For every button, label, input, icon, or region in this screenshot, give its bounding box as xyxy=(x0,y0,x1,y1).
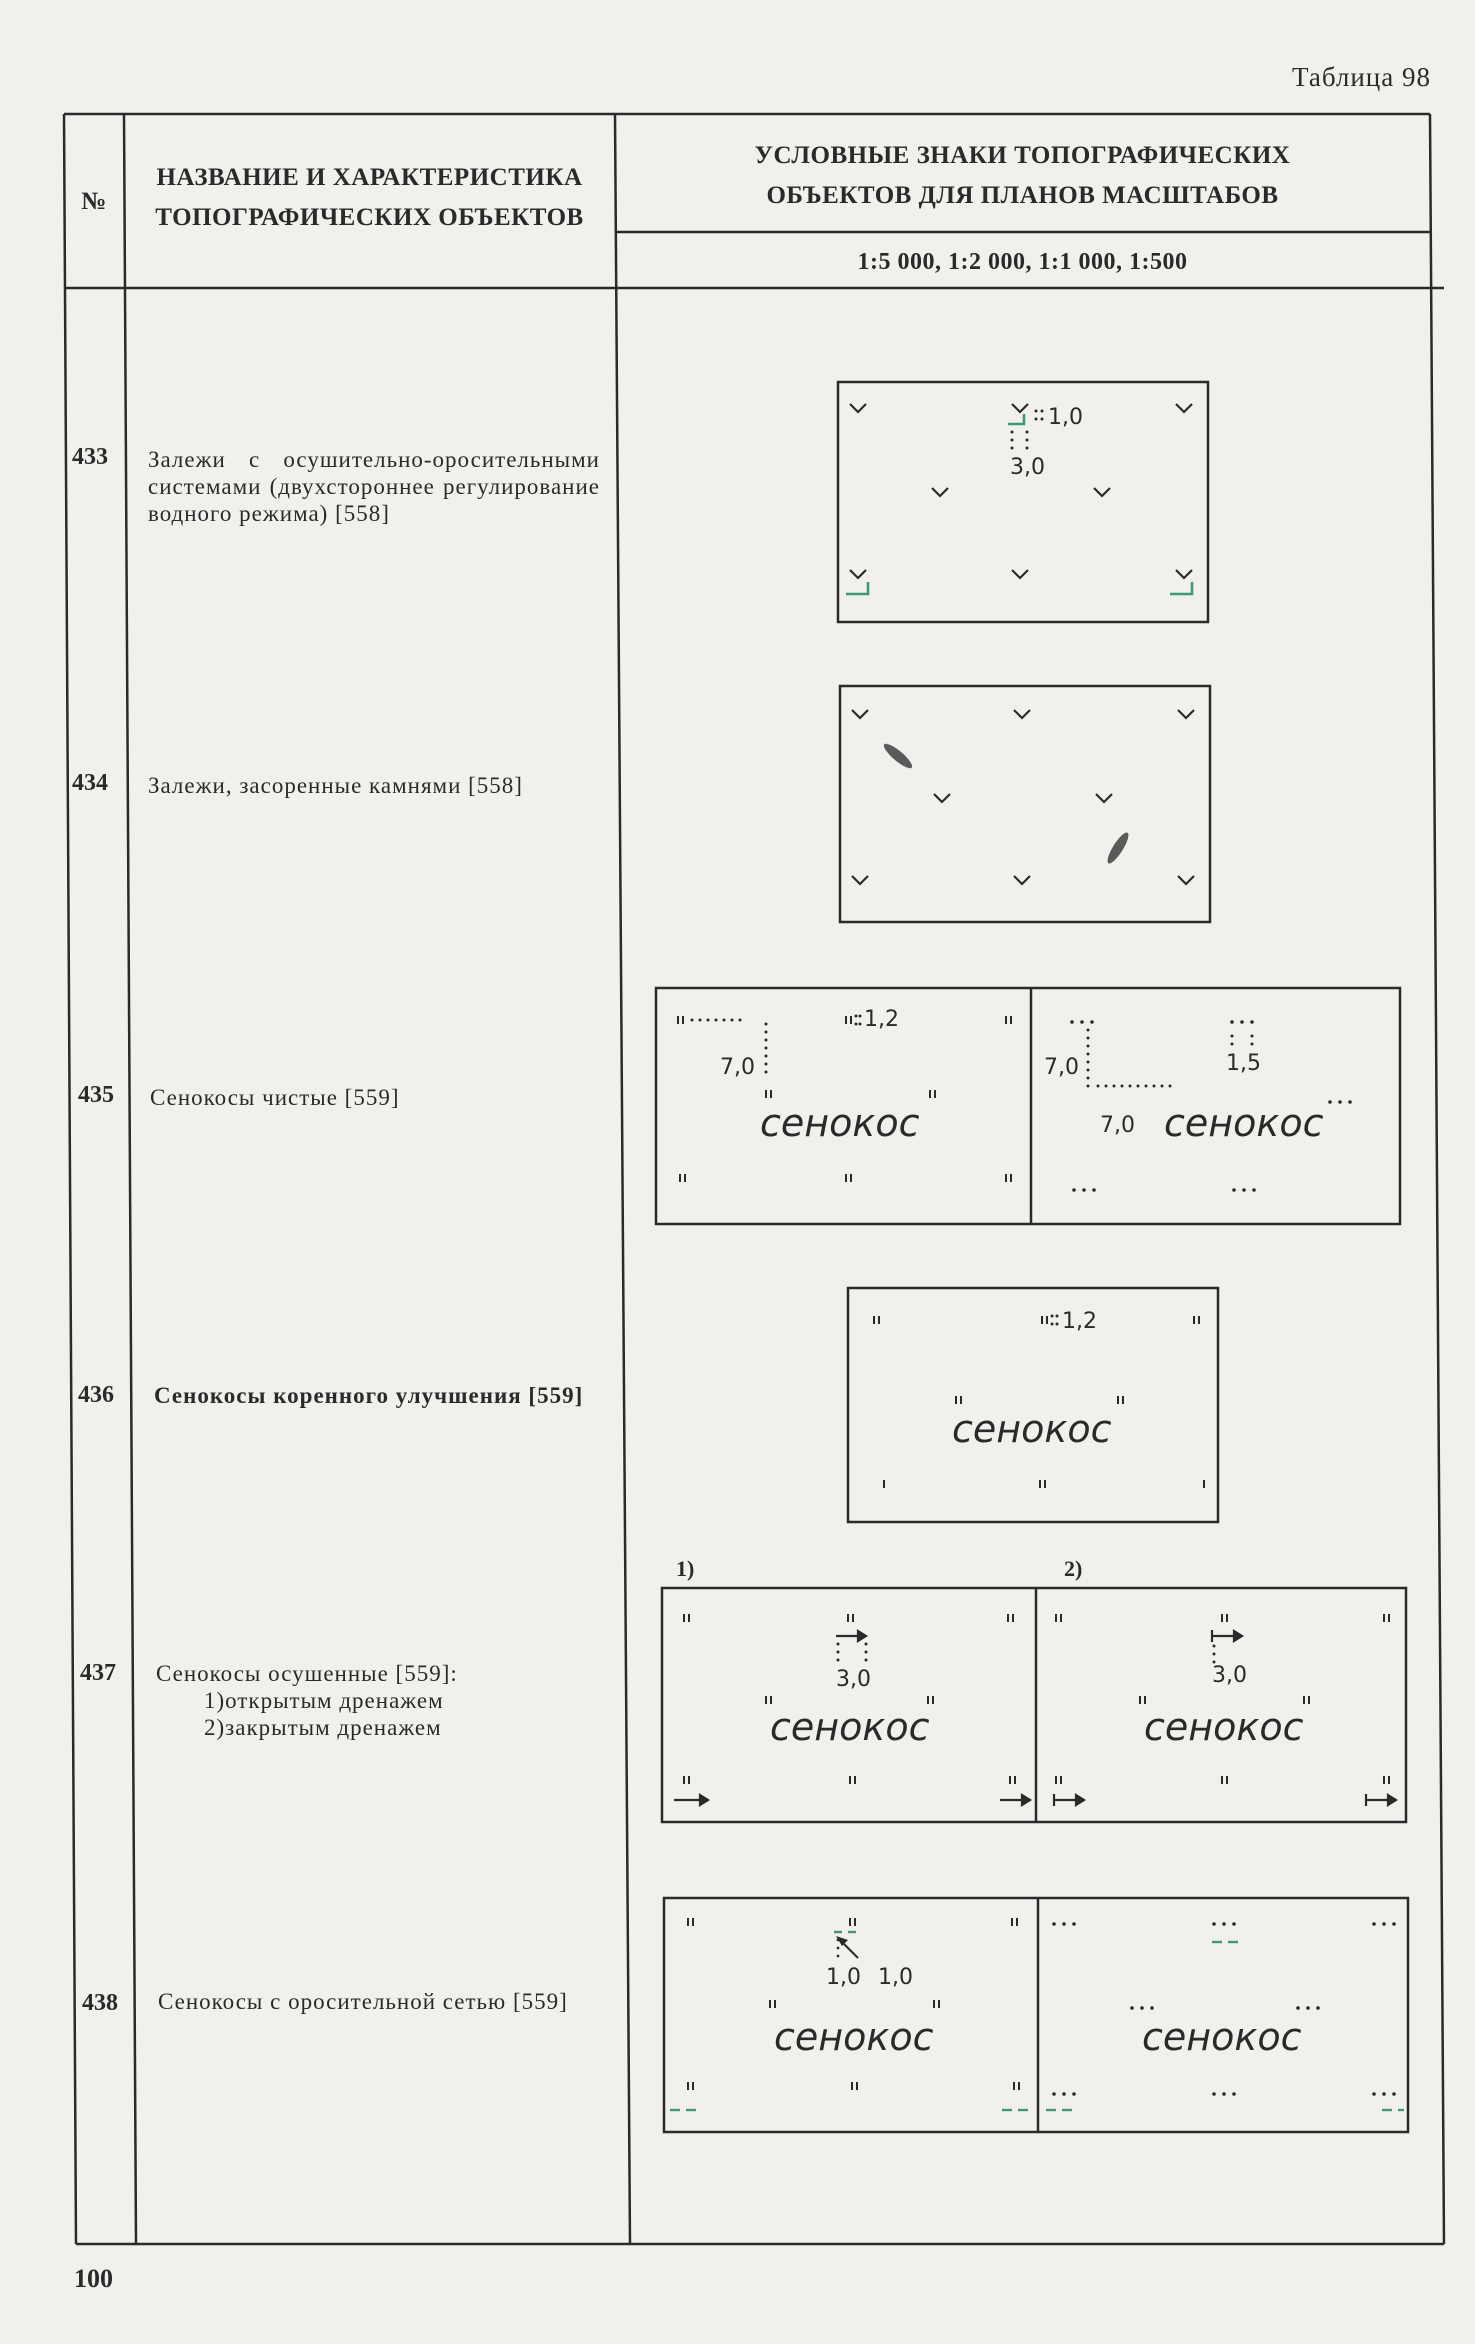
row-description-line: Залежи с осушительно-оросительными систе… xyxy=(148,447,600,526)
symbol-433: 1,0 3,0 xyxy=(836,380,1210,624)
dimension-label: 3,0 xyxy=(1212,1663,1247,1688)
hay-label: сенокос xyxy=(1164,1101,1324,1145)
hay-label: сенокос xyxy=(770,1705,930,1749)
row-description: Сенокосы коренного улучшения [559] xyxy=(154,1382,584,1409)
row-description-line: Сенокосы чистые [559] xyxy=(150,1085,400,1110)
dimension-label: 1,5 xyxy=(1226,1051,1261,1076)
symbol-434 xyxy=(838,684,1212,924)
row-description: Сенокосы с оросительной сетью [559] xyxy=(158,1988,598,2015)
hay-label: сенокос xyxy=(774,2015,934,2059)
row-number: 438 xyxy=(82,1990,118,2016)
row-description-line: 1)открытым дренажем xyxy=(204,1688,444,1713)
row-description: Сенокосы осушенные [559]: 1)открытым дре… xyxy=(156,1660,608,1741)
row-description-line: 2)закрытым дренажем xyxy=(204,1715,442,1740)
row-number: 433 xyxy=(72,444,108,470)
hay-label: сенокос xyxy=(1142,2015,1302,2059)
variant-label: 1) xyxy=(676,1556,695,1581)
header-signs-line: ОБЪЕКТОВ ДЛЯ ПЛАНОВ МАСШТАБОВ xyxy=(766,182,1279,209)
row-description-line: Сенокосы с оросительной сетью [559] xyxy=(158,1989,568,2014)
row-description: Залежи, засоренные камнями [558] xyxy=(148,772,568,799)
row-description-line: Залежи, засоренные камнями [558] xyxy=(148,773,523,798)
dimension-label: 7,0 xyxy=(1100,1113,1135,1138)
row-description-line: Сенокосы коренного улучшения [559] xyxy=(154,1383,584,1408)
row-number: 437 xyxy=(80,1660,116,1686)
header-signs: УСЛОВНЫЕ ЗНАКИ ТОПОГРАФИЧЕСКИХ ОБЪЕКТОВ … xyxy=(615,136,1430,216)
hay-label: сенокос xyxy=(1144,1705,1304,1749)
table-label: Таблица 98 xyxy=(1292,62,1431,92)
variant-label: 2) xyxy=(1064,1556,1083,1581)
dimension-label: 3,0 xyxy=(1010,455,1045,480)
row-description: Залежи с осушительно-оросительными систе… xyxy=(148,446,600,527)
symbol-435: 1,2 7,0 сенокос 7,0 1,5 7,0 сенокос xyxy=(654,986,1402,1226)
header-number: № xyxy=(81,188,107,215)
header-signs-line: УСЛОВНЫЕ ЗНАКИ ТОПОГРАФИЧЕСКИХ xyxy=(754,142,1291,169)
dimension-label: 1,2 xyxy=(1062,1309,1097,1334)
dimension-label: 7,0 xyxy=(720,1055,755,1080)
dimension-label: 7,0 xyxy=(1044,1055,1079,1080)
dimension-label: 3,0 xyxy=(836,1667,871,1692)
symbol-438: 1,0 1,0 сенокос сенокос xyxy=(662,1896,1410,2134)
row-description-line: Сенокосы осушенные [559]: xyxy=(156,1661,458,1686)
page-number: 100 xyxy=(74,2264,113,2293)
header-scales: 1:5 000, 1:2 000, 1:1 000, 1:500 xyxy=(857,249,1188,275)
header-name-line: НАЗВАНИЕ И ХАРАКТЕРИСТИКА xyxy=(156,164,583,191)
row-number: 436 xyxy=(78,1382,114,1408)
hay-label: сенокос xyxy=(952,1407,1112,1451)
header-name-line: ТОПОГРАФИЧЕСКИХ ОБЪЕКТОВ xyxy=(155,204,584,231)
hay-label: сенокос xyxy=(760,1101,920,1145)
dimension-label: 1,0 xyxy=(1048,405,1083,430)
dimension-label: 1,2 xyxy=(864,1007,899,1032)
row-number: 434 xyxy=(72,770,108,796)
symbol-437: 3,0 сенокос 3,0 сенокос xyxy=(660,1586,1408,1824)
row-number: 435 xyxy=(78,1082,114,1108)
dimension-label: 1,0 xyxy=(826,1965,861,1990)
symbol-436: 1,2 сенокос xyxy=(846,1286,1220,1524)
header-name: НАЗВАНИЕ И ХАРАКТЕРИСТИКА ТОПОГРАФИЧЕСКИ… xyxy=(124,158,615,238)
row-description: Сенокосы чистые [559] xyxy=(150,1084,602,1111)
dimension-label: 1,0 xyxy=(878,1965,913,1990)
